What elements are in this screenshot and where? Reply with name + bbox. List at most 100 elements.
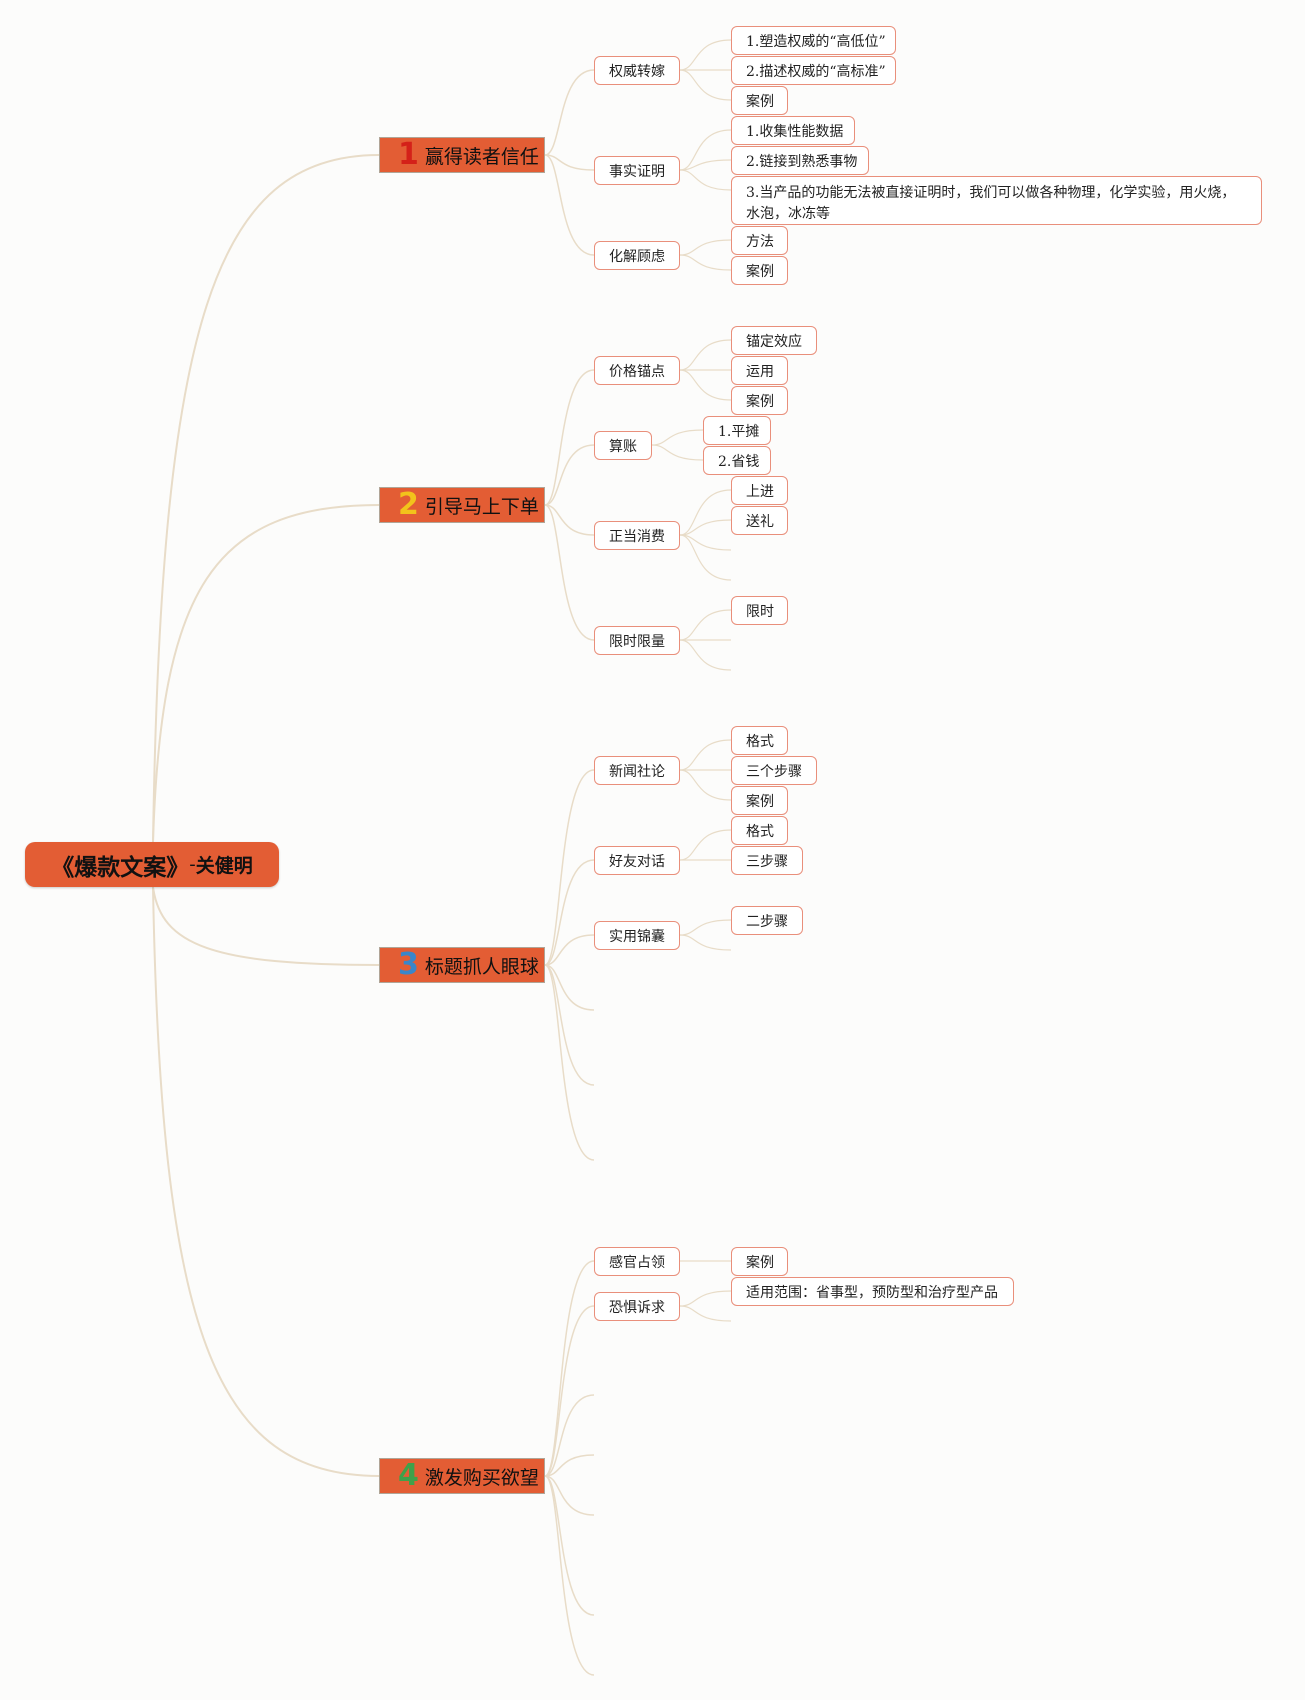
link-b2-t2 [544,444,595,506]
link-b4-t4 [544,1454,595,1477]
leaf-authority-3[interactable]: 案例 [731,86,788,115]
leaf-news-2[interactable]: 三个步骤 [731,756,817,785]
link-root-b4 [152,886,380,1477]
link-b4-t3 [544,1394,595,1477]
leaf-anchor-1[interactable]: 锚定效应 [731,326,817,355]
leaf-authority-1[interactable]: 1.塑造权威的“高低位” [731,26,896,55]
leaf-authority-2[interactable]: 2.描述权威的“高标准” [731,56,896,85]
link-group3-leaf1 [679,239,732,256]
link-b2-t3 [544,504,595,536]
link-group8-leaf3 [679,769,732,801]
link-b3-t5 [544,964,595,1086]
leaf-friend-1[interactable]: 格式 [731,816,788,845]
link-group1-leaf3 [679,69,732,101]
branch-headline[interactable]: 3 标题抓人眼球 [379,947,545,983]
link-group10-leaf2 [679,934,732,951]
branch-number-2: 2 [398,487,419,522]
link-group10-leaf1 [679,919,732,936]
link-group2-leaf1 [679,129,732,171]
leaf-tips-1[interactable]: 二步骤 [731,906,803,935]
leaf-proper-1[interactable]: 上进 [731,476,788,505]
link-root-b1 [152,154,380,843]
link-group1-leaf1 [679,39,732,71]
branch-label-3: 标题抓人眼球 [424,955,539,978]
link-b4-t1 [544,1260,595,1477]
branch-order-now[interactable]: 2 引导马上下单 [379,487,545,523]
branch-win-trust[interactable]: 1 赢得读者信任 [379,137,545,173]
leaf-anchor-2[interactable]: 运用 [731,356,788,385]
leaf-news-1[interactable]: 格式 [731,726,788,755]
branch-desire[interactable]: 4 激发购买欲望 [379,1458,545,1494]
leaf-friend-2[interactable]: 三步骤 [731,846,803,875]
link-b3-t3 [544,934,595,966]
link-root-b3 [152,886,380,966]
link-group2-leaf3 [679,169,732,191]
branch-label-2: 引导马上下单 [424,495,539,518]
link-b2-t4 [544,504,595,641]
leaf-account-1[interactable]: 1.平摊 [703,416,771,445]
root-author: 关健明 [195,855,253,877]
topic-news[interactable]: 新闻社论 [594,756,680,785]
link-group6-leaf4 [679,534,732,581]
link-group6-leaf3 [679,534,732,551]
topic-price-anchor[interactable]: 价格锚点 [594,356,680,385]
link-b4-t5 [544,1475,595,1516]
branch-label-4: 激发购买欲望 [424,1466,539,1489]
leaf-anchor-3[interactable]: 案例 [731,386,788,415]
link-b1-t1 [544,69,595,156]
leaf-limit-1[interactable]: 限时 [731,596,788,625]
link-b4-t2 [544,1305,595,1477]
link-group4-leaf1 [679,339,732,371]
link-group6-leaf1 [679,489,732,536]
link-b3-t1 [544,769,595,966]
link-group6-leaf2 [679,519,732,536]
link-group9-leaf1 [679,829,732,861]
leaf-worries-2[interactable]: 案例 [731,256,788,285]
leaf-sense-1[interactable]: 案例 [731,1247,788,1276]
topic-worries[interactable]: 化解顾虑 [594,241,680,270]
branch-number-1: 1 [398,137,419,172]
leaf-facts-3[interactable]: 3.当产品的功能无法被直接证明时，我们可以做各种物理，化学实验，用火烧，水泡，冰… [731,176,1262,225]
link-group12-leaf2 [679,1305,732,1322]
link-b2-t1 [544,369,595,506]
topic-proper-spending[interactable]: 正当消费 [594,521,680,550]
link-group8-leaf1 [679,739,732,771]
topic-facts[interactable]: 事实证明 [594,156,680,185]
link-group7-leaf1 [679,609,732,641]
topic-account[interactable]: 算账 [594,431,652,460]
link-group5-leaf1 [651,429,704,446]
link-group5-leaf2 [651,444,704,461]
root-title: 《爆款文案》 [51,854,190,881]
leaf-facts-2[interactable]: 2.链接到熟悉事物 [731,146,869,175]
link-group12-leaf1 [679,1290,732,1307]
link-b3-t4 [544,964,595,1011]
link-root-b2 [152,504,380,843]
link-b3-t6 [544,964,595,1161]
topic-fear[interactable]: 恐惧诉求 [594,1292,680,1321]
topic-limited[interactable]: 限时限量 [594,626,680,655]
topic-senses[interactable]: 感官占领 [594,1247,680,1276]
branch-label-1: 赢得读者信任 [424,145,539,168]
topic-authority[interactable]: 权威转嫁 [594,56,680,85]
branch-number-3: 3 [398,947,419,982]
link-b4-t7 [544,1475,595,1676]
link-b1-t2 [544,154,595,171]
branch-number-4: 4 [398,1458,419,1493]
topic-practical-tips[interactable]: 实用锦囊 [594,921,680,950]
leaf-fear-1[interactable]: 适用范围：省事型，预防型和治疗型产品 [731,1277,1014,1306]
link-group7-leaf3 [679,639,732,671]
link-b3-t2 [544,859,595,966]
root-topic[interactable]: 《爆款文案》 - 关健明 [25,842,279,887]
leaf-news-3[interactable]: 案例 [731,786,788,815]
leaf-account-2[interactable]: 2.省钱 [703,446,771,475]
link-b1-t3 [544,154,595,256]
leaf-proper-2[interactable]: 送礼 [731,506,788,535]
link-b4-t6 [544,1475,595,1616]
root-dash: - [189,854,196,875]
topic-friend-dialog[interactable]: 好友对话 [594,846,680,875]
link-group4-leaf3 [679,369,732,401]
leaf-worries-1[interactable]: 方法 [731,226,788,255]
leaf-facts-1[interactable]: 1.收集性能数据 [731,116,855,145]
link-group3-leaf2 [679,254,732,271]
